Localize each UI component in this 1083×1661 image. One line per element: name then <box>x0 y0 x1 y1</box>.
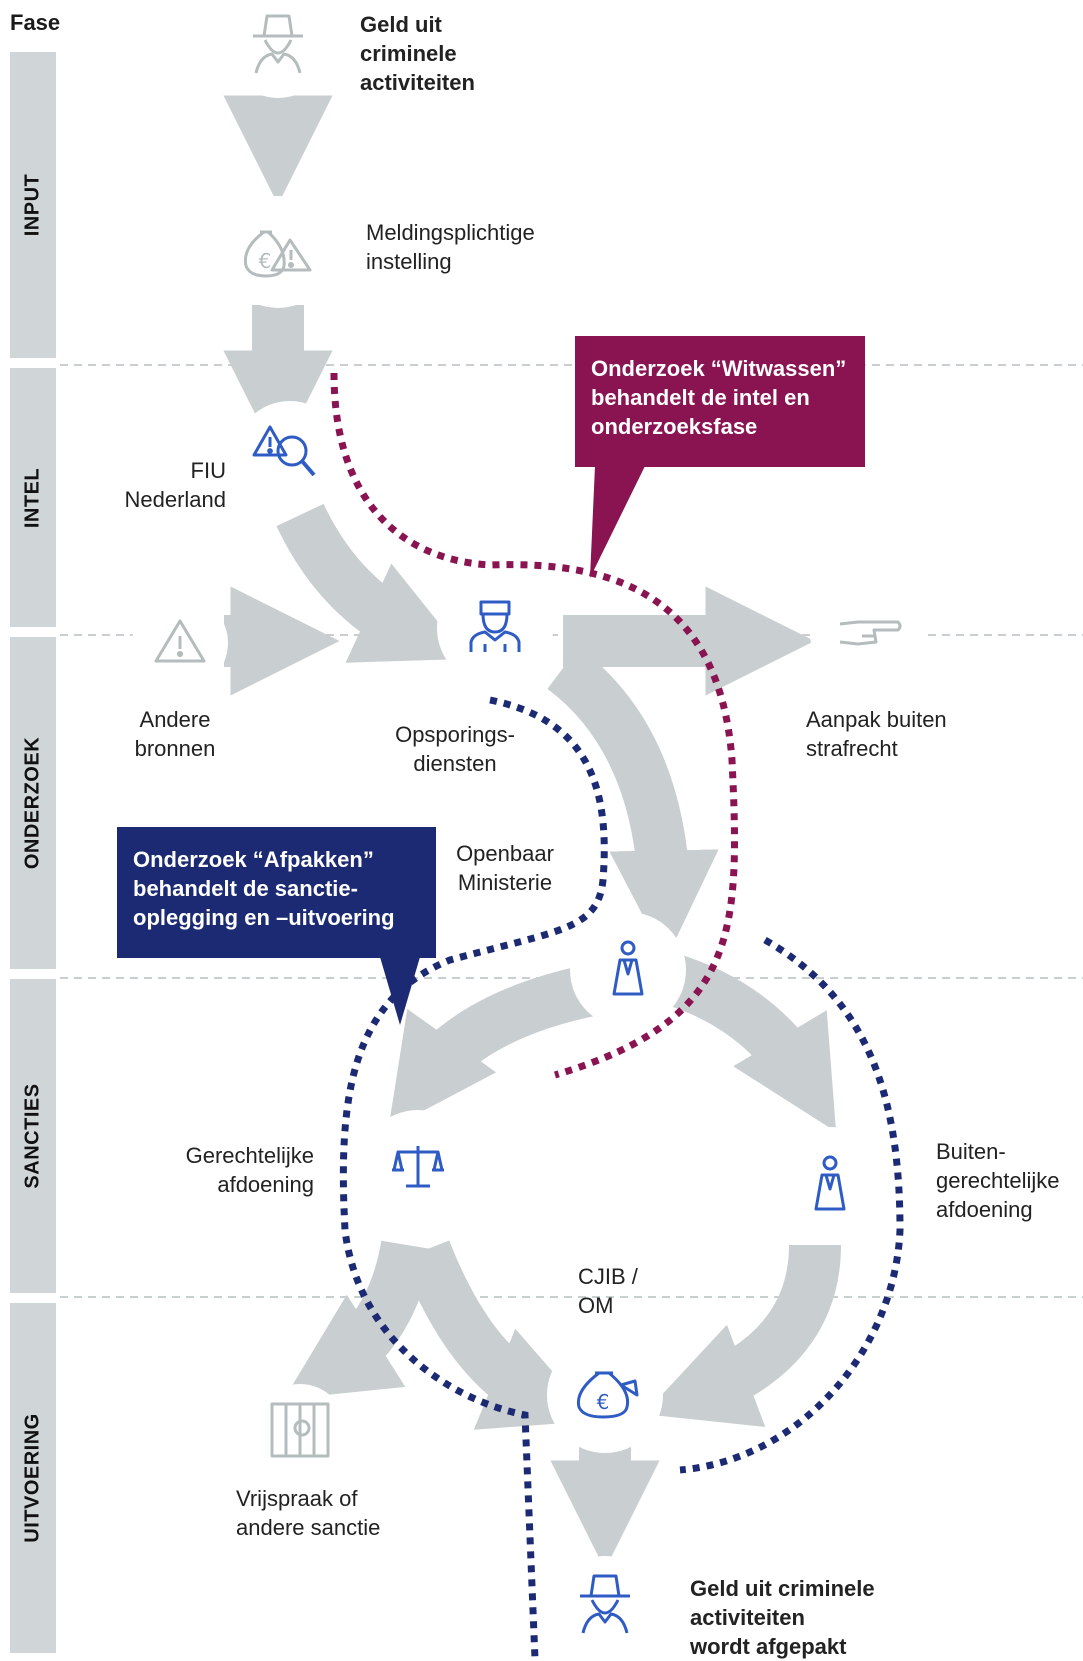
witwassen-boundary <box>330 372 739 1079</box>
phase-label-input: INPUT <box>21 173 44 237</box>
prosecutor-icon <box>612 940 644 996</box>
flow-arrows <box>223 95 841 1570</box>
label-non-criminal-approach: Aanpak buiten strafrecht <box>806 707 947 761</box>
node-circle-fiu <box>234 401 346 513</box>
phase-bar-input <box>10 52 56 358</box>
node-circle-money <box>228 0 328 98</box>
warning-icon <box>154 619 206 663</box>
phase-label-sancties: SANCTIES <box>21 1083 44 1189</box>
prosecutor-icon-outofcourt <box>814 1155 846 1211</box>
svg-text:€: € <box>597 1390 610 1414</box>
label-cjib-om: CJIB / OM <box>578 1264 638 1318</box>
prison-cell-icon <box>270 1402 330 1458</box>
node-circle-confiscated <box>553 1556 657 1659</box>
phase-label-onderzoek: ONDERZOEK <box>21 736 44 870</box>
witwassen-callout-pointer <box>590 466 645 578</box>
node-circle-cjib <box>547 1337 663 1453</box>
person-hat-icon-confiscated <box>580 1574 630 1634</box>
phase-label-uitvoering: UITVOERING <box>21 1413 44 1543</box>
label-out-of-court-settlement: Buiten- gerechtelijke afdoening <box>936 1139 1060 1222</box>
label-fiu: FIU Nederland <box>124 458 226 512</box>
arrow-om-to-outofcourt <box>660 953 837 1132</box>
money-bag-icon: € <box>576 1371 639 1419</box>
node-circle-investigation <box>437 570 553 686</box>
arrow-om-to-judicial <box>388 964 598 1130</box>
phase-bar-onderzoek <box>10 637 56 969</box>
label-public-prosecution: Openbaar Ministerie <box>456 841 554 895</box>
phase-header: Fase <box>10 10 61 35</box>
node-circles <box>132 0 926 1659</box>
phase-bars <box>10 52 56 1653</box>
arrow-judicial-to-cjib <box>400 1240 596 1430</box>
phase-label-intel: INTEL <box>21 467 44 529</box>
label-acquittal: Vrijspraak of andere sanctie <box>236 1486 381 1540</box>
svg-text:€: € <box>259 249 272 273</box>
witwassen-callout: Onderzoek “Witwassen” behandelt de intel… <box>575 336 865 467</box>
label-judicial-settlement: Gerechtelijke afdoening <box>185 1143 314 1197</box>
arrow-investigation-to-om <box>546 647 719 960</box>
node-circle-institution <box>222 196 334 308</box>
scales-of-justice-icon <box>392 1146 444 1188</box>
label-confiscated: Geld uit criminele activiteiten wordt af… <box>690 1576 875 1659</box>
label-investigation-services: Opsporings- diensten <box>395 722 515 776</box>
arrow-fiu-to-investigation <box>276 503 468 663</box>
phase-bar-intel <box>10 368 56 627</box>
phase-bar-sancties <box>10 979 56 1293</box>
afpakken-boundary-right <box>679 936 904 1474</box>
label-reporting-institution: Meldingsplichtige instelling <box>366 220 535 274</box>
afpakken-callout: Onderzoek “Afpakken” behandelt de sancti… <box>117 827 436 958</box>
label-other-sources: Andere bronnen <box>134 707 216 761</box>
label-criminal-money: Geld uit criminele activiteiten <box>360 12 475 95</box>
node-circle-outside <box>810 574 926 690</box>
money-bag-warning-icon: € <box>243 230 312 278</box>
person-hat-icon <box>253 14 303 74</box>
police-officer-icon <box>469 600 521 652</box>
fiu-search-warning-icon <box>252 425 316 477</box>
afpakken-callout-pointer <box>380 957 420 1025</box>
phase-bar-uitvoering <box>10 1303 56 1653</box>
pointing-hand-icon <box>839 620 902 646</box>
arrow-outofcourt-to-cjib <box>643 1244 841 1427</box>
